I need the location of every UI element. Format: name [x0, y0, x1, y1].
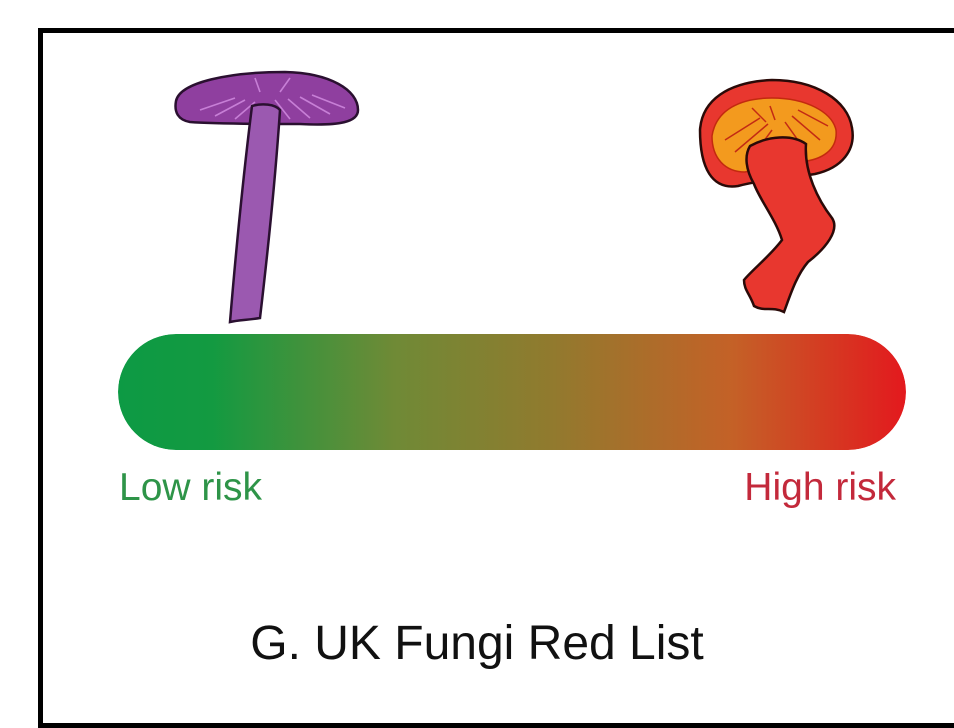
- red-mushroom-icon: [700, 80, 853, 312]
- purple-mushroom-icon: [176, 72, 358, 322]
- figure-title: G. UK Fungi Red List: [0, 620, 954, 668]
- low-risk-label: Low risk: [119, 468, 262, 507]
- high-risk-label: High risk: [744, 468, 896, 507]
- risk-gradient-bar: [118, 334, 906, 450]
